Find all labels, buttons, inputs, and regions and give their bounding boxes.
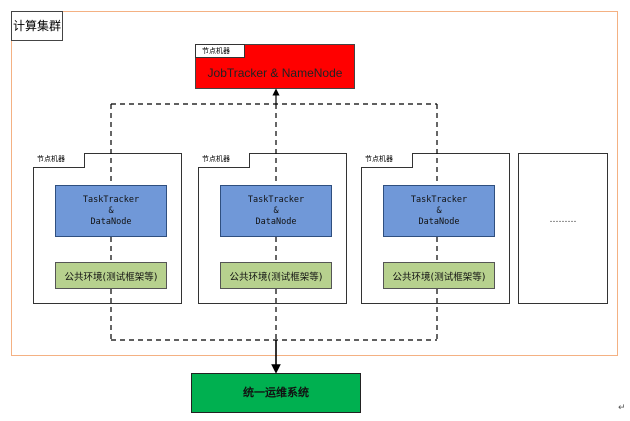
tasktracker-3-line2: & [436, 205, 442, 216]
cluster-title: 计算集群 [11, 11, 63, 41]
public-env-1[interactable]: 公共环境(测试框架等) [55, 262, 167, 289]
more-nodes-ellipsis: ……… [549, 215, 577, 225]
tasktracker-1-line2: & [108, 205, 114, 216]
tasktracker-3-line1: TaskTracker [410, 194, 468, 205]
tasktracker-datanode-2[interactable]: TaskTracker & DataNode [220, 185, 332, 237]
worker-node-2-label: 节点机器 [198, 153, 250, 168]
tasktracker-datanode-1[interactable]: TaskTracker & DataNode [55, 185, 167, 237]
public-env-2[interactable]: 公共环境(测试框架等) [220, 262, 332, 289]
return-mark-icon: ↵ [618, 403, 626, 413]
master-node-label: 节点机器 [195, 44, 245, 58]
more-nodes-box[interactable] [518, 153, 608, 304]
ops-system-box[interactable]: 统一运维系统 [191, 373, 361, 413]
tasktracker-3-line3: DataNode [418, 216, 460, 227]
tasktracker-2-line2: & [273, 205, 279, 216]
master-node-text: JobTracker & NameNode [207, 66, 343, 80]
worker-node-3-label: 节点机器 [361, 153, 413, 168]
tasktracker-datanode-3[interactable]: TaskTracker & DataNode [383, 185, 495, 237]
tasktracker-1-line1: TaskTracker [82, 194, 140, 205]
tasktracker-1-line3: DataNode [90, 216, 132, 227]
worker-node-1-label: 节点机器 [33, 153, 85, 168]
tasktracker-2-line3: DataNode [255, 216, 297, 227]
tasktracker-2-line1: TaskTracker [247, 194, 305, 205]
public-env-3[interactable]: 公共环境(测试框架等) [383, 262, 495, 289]
